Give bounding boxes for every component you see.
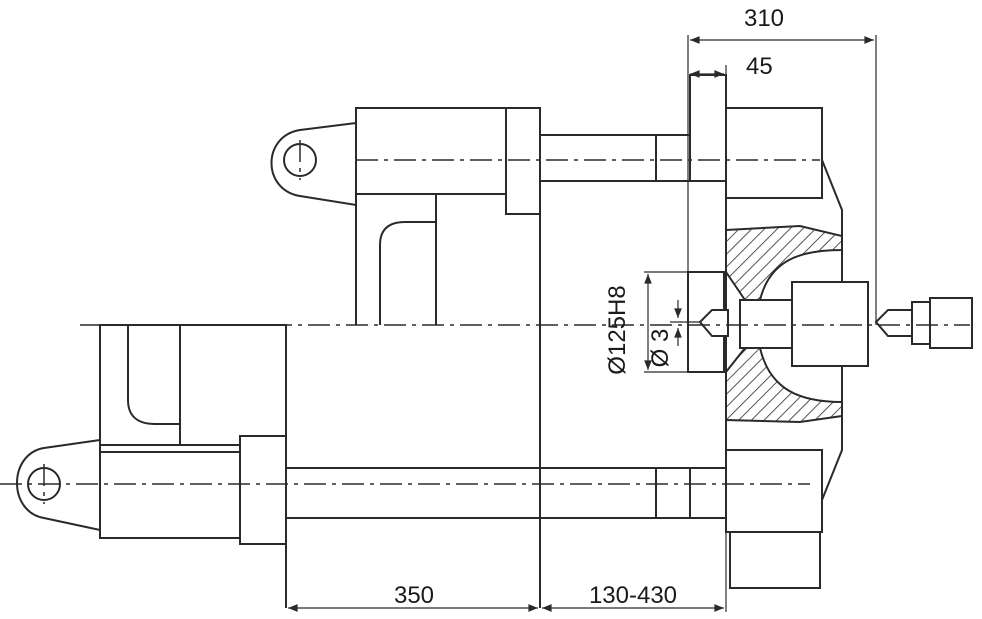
dim-350-label: 350 — [394, 582, 434, 609]
front-flange-bottom — [689, 467, 727, 519]
upper-clevis-eye — [270, 121, 357, 207]
lower-cylinder-cap — [239, 435, 287, 545]
lower-tie-rod — [285, 467, 691, 519]
lower-nozzle-section — [725, 347, 843, 424]
dimension-flange: 45 — [689, 53, 773, 80]
lower-cylinder-block — [99, 451, 241, 539]
upper-tie-rod — [539, 134, 691, 182]
nozzle-shaft — [739, 299, 793, 349]
dim-nozzle-label: Ø 3 — [647, 329, 674, 368]
dimension-overall: 310 — [687, 5, 877, 325]
dimension-bore: Ø125H8 — [604, 271, 688, 375]
upper-cylinder-cap — [505, 107, 541, 215]
dim-130-430-label: 130-430 — [589, 582, 677, 609]
lower-housing-inner — [127, 325, 181, 445]
lower-cylinder-assembly — [16, 324, 691, 545]
dim-310-label: 310 — [744, 5, 784, 32]
lower-support-block — [725, 449, 823, 533]
upper-cylinder-block — [355, 107, 507, 195]
nozzle-nut — [911, 301, 931, 345]
dim-45-label: 45 — [746, 53, 773, 80]
nozzle-tip-left — [698, 309, 729, 337]
front-plate-assembly — [689, 74, 843, 589]
nozzle-assembly — [687, 271, 973, 373]
dimension-nozzle-hole: Ø 3 — [647, 300, 700, 367]
nozzle-tip-right — [874, 309, 913, 337]
lower-foot-block — [729, 531, 821, 589]
front-flange-top — [689, 74, 727, 182]
upper-support-block — [725, 107, 823, 199]
dim-bore-label: Ø125H8 — [604, 285, 631, 374]
upper-cylinder-assembly — [270, 107, 691, 325]
lower-clevis-eye — [16, 438, 101, 532]
nozzle-housing — [791, 281, 869, 367]
dimension-mold-range: 130-430 — [541, 532, 727, 612]
dimension-stroke: 350 — [288, 582, 539, 612]
nozzle-end-cap — [929, 297, 973, 349]
upper-bracket — [355, 193, 506, 325]
